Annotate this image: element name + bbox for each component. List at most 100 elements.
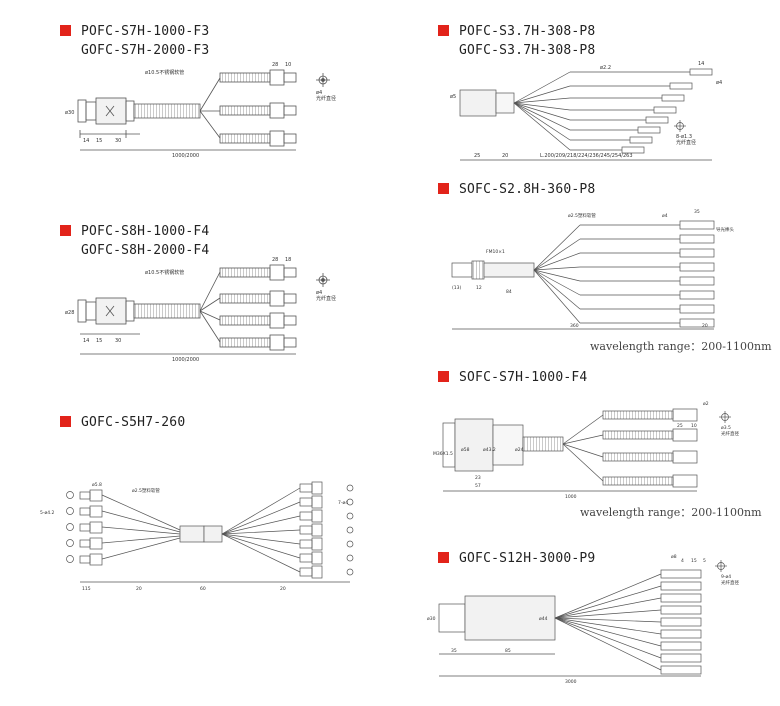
d5: ø5 (450, 94, 456, 100)
d35: ø3.5 (721, 425, 731, 431)
len14: 14 (83, 138, 89, 144)
title-line-2: GOFC-S7H-2000-F3 (81, 43, 210, 58)
red-marker (438, 183, 449, 194)
dia-label: ø5.8 (92, 482, 102, 488)
d2: ø2 (703, 401, 709, 407)
len25: 25 (677, 423, 683, 429)
product-title-gofc-s12h: GOFC-S12H-3000-P9 (438, 549, 595, 568)
phi4-label: ø4 (316, 90, 322, 96)
len4: 4 (681, 558, 684, 564)
len60: 60 (200, 586, 206, 592)
drawing-gofc-s12h: ø30 ø44 35 85 3000 ø8 4 15 5 9-ø4 光纤直径 (427, 554, 739, 685)
total-len: 3000 (565, 679, 577, 685)
title-line-1: SOFC-S7H-1000-F4 (459, 370, 588, 385)
d24: ø24 (515, 447, 524, 453)
len15: 15 (96, 338, 102, 344)
thread-label: FM10×1 (486, 249, 505, 255)
product-title-pofc-s8h: POFC-S8H-1000-F4 GOFC-S8H-2000-F4 (60, 222, 209, 260)
tube-label: ø2.2 (600, 65, 611, 71)
len360: 360 (570, 323, 579, 329)
tube-label: ø10.5不锈钢软管 (145, 269, 184, 276)
right-note: 7-ø4 (338, 500, 348, 506)
d4: ø4 (662, 213, 668, 219)
len15: 15 (691, 558, 697, 564)
red-marker (438, 371, 449, 382)
product-title-gofc-s5h7: GOFC-S5H7-260 (60, 413, 185, 432)
title-line-1: POFC-S3.7H-308-P8 (459, 24, 596, 39)
len10: 10 (691, 423, 697, 429)
len20: 20 (702, 323, 708, 329)
total-len: 1000 (565, 494, 577, 500)
section-label: 光纤直径 (721, 430, 739, 437)
len25: 25 (474, 153, 480, 159)
red-marker (60, 25, 71, 36)
len5: 5 (703, 558, 706, 564)
title-line-2: GOFC-S8H-2000-F4 (81, 243, 210, 258)
ferrule-w: 28 (272, 257, 278, 263)
tube-label: ø2.5塑料软管 (568, 212, 596, 219)
left-note: 5-ø4.2 (40, 510, 55, 516)
title-line-1: POFC-S8H-1000-F4 (81, 224, 210, 239)
product-title-pofc-s7h: POFC-S7H-1000-F3 GOFC-S7H-2000-F3 (60, 22, 209, 60)
len14: 14 (698, 61, 704, 67)
ferrule-h: 18 (285, 257, 291, 263)
title-line-1: POFC-S7H-1000-F3 (81, 24, 210, 39)
ferrule-h: 10 (285, 62, 291, 68)
len20b: 20 (280, 586, 286, 592)
core-label: 9-ø4 (721, 574, 731, 580)
len20a: 20 (136, 586, 142, 592)
section-label: 光纤直径 (676, 139, 696, 146)
drawing-pofc-s3-7h: ø2.2 14 ø4 ø5 8-ø1.3 光纤直径 25 20 L.200/20… (450, 61, 722, 161)
red-marker (438, 552, 449, 563)
len23: 23 (475, 475, 481, 481)
title-line-2: GOFC-S3.7H-308-P8 (459, 43, 596, 58)
title-line-1: GOFC-S5H7-260 (81, 415, 186, 430)
d30: ø30 (427, 616, 436, 622)
guide-label: 导光棒头 (716, 226, 734, 233)
section-label: 光纤直径 (316, 295, 336, 302)
len20: 20 (502, 153, 508, 159)
wavelength-caption: wavelength range：200-1100nm (590, 340, 772, 353)
d58: ø58 (461, 447, 470, 453)
len15: 15 (96, 138, 102, 144)
left-d1: ø30 (65, 110, 74, 116)
tube-label: ø10.5不锈钢软管 (145, 69, 184, 76)
red-marker (60, 416, 71, 427)
product-title-sofc-s2-8h: SOFC-S2.8H-360-P8 (438, 180, 595, 199)
section-label: 光纤直径 (721, 579, 739, 586)
phi4-label: ø4 (316, 290, 322, 296)
title-line-1: SOFC-S2.8H-360-P8 (459, 182, 596, 197)
wavelength-caption-2: wavelength range：200-1100nm (580, 506, 762, 519)
len30: 30 (115, 338, 121, 344)
len14: 14 (83, 338, 89, 344)
d43: ø43.2 (483, 447, 496, 453)
len57: 57 (475, 483, 481, 489)
len85: 85 (505, 648, 511, 654)
drawing-pofc-s7h: ø10.5不锈钢软管 28 10 ø4 光纤直径 ø30 14 15 30 10… (65, 62, 336, 159)
len115: 115 (82, 586, 91, 592)
len13: (13) (452, 285, 461, 291)
ferrule-w: 28 (272, 62, 278, 68)
drawing-pofc-s8h: ø10.5不锈钢软管 28 18 ø4 光纤直径 ø28 14 15 30 10… (65, 257, 336, 363)
sheath-label: ø2.5塑料软管 (132, 487, 160, 494)
core-label: 8-ø1.3 (676, 134, 692, 140)
drawing-sofc-s2-8h: ø2.5塑料软管 ø4 35 导光棒头 FM10×1 (13) 12 84 36… (451, 209, 734, 330)
product-title-sofc-s7h: SOFC-S7H-1000-F4 (438, 368, 587, 387)
drawing-sofc-s7h: M36X1.5 ø58 ø43.2 ø24 23 57 1000 ø2 25 1… (433, 401, 739, 500)
product-title-pofc-s3-7h: POFC-S3.7H-308-P8 GOFC-S3.7H-308-P8 (438, 22, 595, 60)
drawing-gofc-s5h7: 5-ø4.2 7-ø4 ø2.5塑料软管 ø5.8 115 20 60 20 (40, 481, 354, 592)
total-len: 1000/2000 (172, 357, 199, 363)
red-marker (438, 25, 449, 36)
d4: ø4 (716, 80, 722, 86)
len12: 12 (476, 285, 482, 291)
title-line-1: GOFC-S12H-3000-P9 (459, 551, 596, 566)
len30: 30 (115, 138, 121, 144)
section-label: 光纤直径 (316, 95, 336, 102)
len84: 84 (506, 289, 512, 295)
len35: 35 (694, 209, 700, 215)
left-d1: ø28 (65, 310, 74, 316)
lengths-label: L.200/209/218/224/236/245/254/263 (540, 153, 633, 159)
d8: ø8 (671, 554, 677, 560)
red-marker (60, 225, 71, 236)
d44: ø44 (539, 616, 548, 622)
